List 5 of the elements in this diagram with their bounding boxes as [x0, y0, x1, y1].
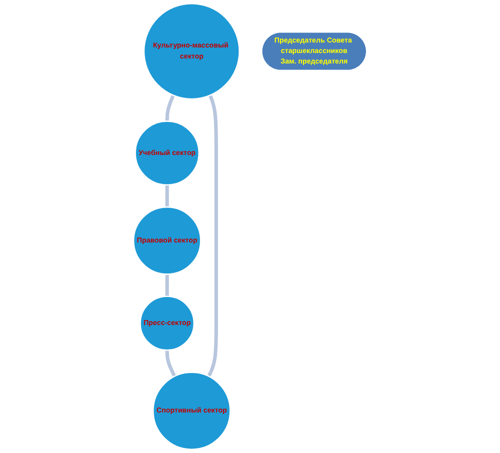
connector [165, 274, 169, 296]
connector [165, 184, 169, 208]
connector [165, 94, 175, 122]
connector [207, 94, 218, 378]
connector [165, 350, 176, 378]
